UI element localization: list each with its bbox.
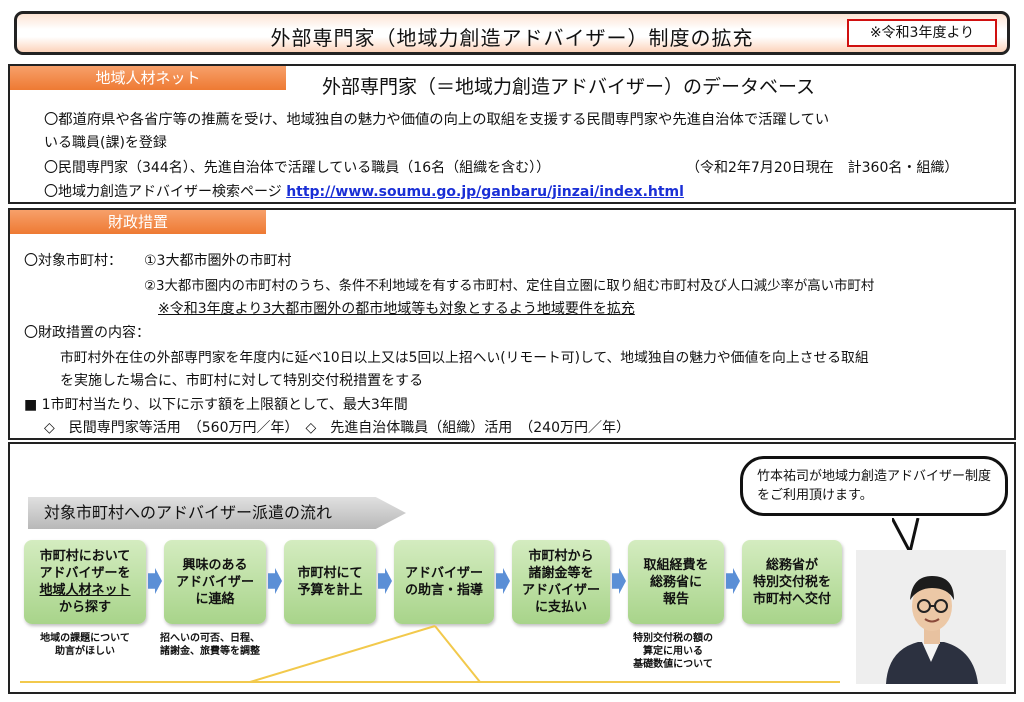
arrow-right-icon [148, 568, 162, 594]
flow-step-2: 興味のある アドバイザー に連絡 [164, 540, 266, 624]
arrow-right-icon [612, 568, 626, 594]
note-step-6: 特別交付税の額の 算定に用いる 基礎数値について [633, 633, 713, 670]
flow-title: 対象市町村へのアドバイザー派遣の流れ [28, 497, 406, 529]
section-tag-fiscal-measures: 財政措置 [10, 210, 266, 234]
search-page-link[interactable]: http://www.soumu.go.jp/ganbaru/jinzai/in… [286, 184, 684, 200]
connector-lines [20, 625, 840, 683]
person-portrait-icon [856, 550, 1006, 684]
target-item-2: ②3大都市圏内の市町村のうち、条件不利地域を有する市町村、定住自立圏に取り組む市… [144, 279, 875, 294]
note-step-2: 招へいの可否、日程、 諸謝金、旅費等を調整 [160, 633, 260, 657]
section-tag-talent-network: 地域人材ネット [10, 66, 286, 90]
bubble-tail-icon [892, 518, 920, 552]
amount-line: ◇ 民間専門家等活用 （560万円／年） ◇ 先進自治体職員（組織）活用 （24… [44, 420, 630, 436]
flow-step-3: 市町村にて 予算を計上 [284, 540, 376, 624]
section1-line2: 〇民間専門家（344名）、先進自治体で活躍している職員（16名（組織を含む）） [44, 160, 551, 176]
page-title: 外部専門家（地域力創造アドバイザー）制度の拡充 [270, 26, 754, 50]
section1-line1: 〇都道府県や各省庁等の推薦を受け、地域独自の魅力や価値の向上の取組を支援する民間… [44, 112, 830, 128]
advisor-photo [856, 550, 1006, 684]
arrow-right-icon [268, 568, 282, 594]
flow-step-1: 市町村において アドバイザーを 地域人材ネット から探す [24, 540, 146, 624]
content-line2: を実施した場合に、市町村に対して特別交付税措置をする [60, 373, 424, 389]
section1-line2-right: （令和2年7月20日現在 計360名・組織） [686, 160, 959, 176]
flow-step-6: 取組経費を 総務省に 報告 [628, 540, 724, 624]
search-page-label: 〇地域力創造アドバイザー検索ページ [44, 184, 282, 200]
target-note: ※令和3年度より3大都市圏外の都市地域等も対象とするよう地域要件を拡充 [158, 301, 635, 317]
arrow-right-icon [378, 568, 392, 594]
section-talent-network: 地域人材ネット 外部専門家（＝地域力創造アドバイザー）のデータベース 〇都道府県… [8, 64, 1016, 204]
section1-line1b: いる職員(課)を登録 [44, 135, 167, 151]
section1-heading: 外部専門家（＝地域力創造アドバイザー）のデータベース [322, 76, 816, 98]
arrow-right-icon [496, 568, 510, 594]
target-item-1: ①3大都市圏外の市町村 [144, 253, 292, 269]
arrow-right-icon [726, 568, 740, 594]
flow-step-4: アドバイザー の助言・指導 [394, 540, 494, 624]
title-bar: 外部専門家（地域力創造アドバイザー）制度の拡充 ※令和3年度より [14, 11, 1010, 55]
flow-step-5: 市町村から 諸謝金等を アドバイザー に支払い [512, 540, 610, 624]
content-label: 〇財政措置の内容： [24, 325, 150, 341]
section1-line3: 〇地域力創造アドバイザー検索ページ http://www.soumu.go.jp… [44, 181, 684, 201]
content-line1: 市町村外在住の外部専門家を年度内に延べ10日以上又は5回以上招へい(リモート可)… [60, 350, 869, 366]
section-fiscal-measures: 財政措置 〇対象市町村： ①3大都市圏外の市町村 ②3大都市圏内の市町村のうち、… [8, 208, 1016, 440]
note-step-1: 地域の課題について 助言がほしい [40, 633, 130, 657]
limit-line: ■ 1市町村当たり、以下に示す額を上限額として、最大3年間 [24, 397, 408, 413]
speech-bubble: 竹本祐司が地域力創造アドバイザー制度をご利用頂けます。 [740, 456, 1008, 516]
flow-step-7: 総務省が 特別交付税を 市町村へ交付 [742, 540, 842, 624]
fiscal-year-badge: ※令和3年度より [847, 19, 997, 47]
section-dispatch-flow: 対象市町村へのアドバイザー派遣の流れ 竹本祐司が地域力創造アドバイザー制度をご利… [8, 442, 1016, 694]
target-label: 〇対象市町村： [24, 253, 122, 269]
